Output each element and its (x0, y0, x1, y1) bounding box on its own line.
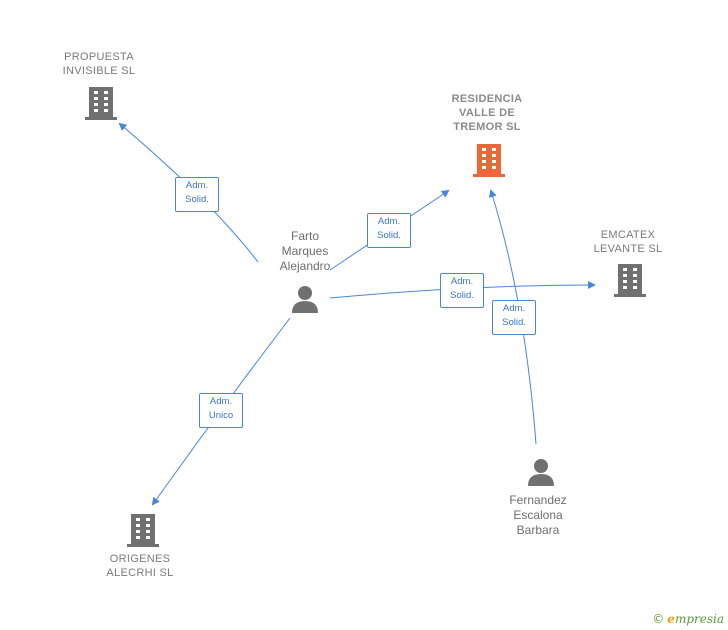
building-icon[interactable] (473, 142, 505, 178)
person-icon[interactable] (526, 457, 556, 487)
company-label-propuesta[interactable]: PROPUESTA INVISIBLE SL (62, 51, 136, 77)
copyright-icon: © (652, 612, 665, 626)
brand-initial: e (667, 612, 675, 626)
brand-name: mpresia (674, 612, 724, 626)
relation-badge-farto-propuesta[interactable]: Adm. Solid. (175, 177, 219, 212)
company-label-residencia[interactable]: RESIDENCIA VALLE DE TREMOR SL (451, 93, 523, 133)
company-label-origenes[interactable]: ORIGENES ALECRHI SL (106, 553, 174, 579)
person-label-fernandez[interactable]: Fernandez Escalona Barbara (509, 493, 567, 537)
relation-badge-farto-residencia[interactable]: Adm. Solid. (367, 213, 411, 248)
building-icon[interactable] (614, 262, 646, 298)
building-icon[interactable] (127, 512, 159, 548)
relation-badge-fernandez-residencia[interactable]: Adm. Solid. (492, 300, 536, 335)
brand-watermark: ©empresia (652, 612, 724, 626)
company-label-emcatex[interactable]: EMCATEX LEVANTE SL (593, 229, 663, 255)
relation-badge-farto-origenes[interactable]: Adm. Unico (199, 393, 243, 428)
person-icon[interactable] (290, 284, 320, 314)
relation-badge-farto-emcatex[interactable]: Adm. Solid. (440, 273, 484, 308)
building-icon[interactable] (85, 85, 117, 121)
person-label-farto[interactable]: Farto Marques Alejandro (279, 229, 331, 273)
